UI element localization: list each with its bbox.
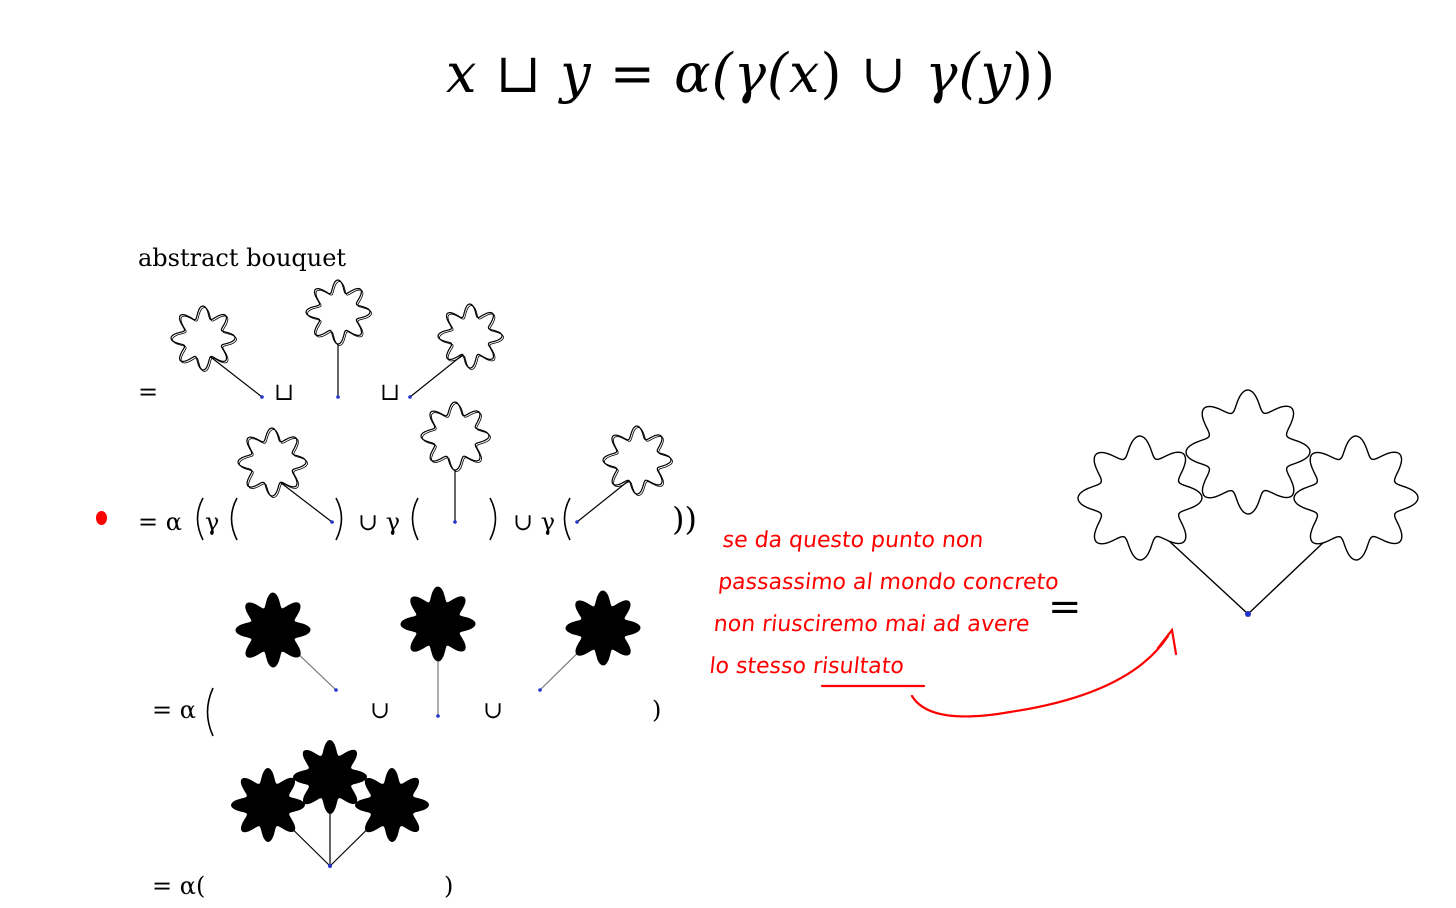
- row4-close: ): [444, 872, 454, 900]
- red-marker-dot: [96, 511, 107, 525]
- formula-var-x: x: [446, 42, 478, 105]
- row2-union-gamma-2: ∪ γ: [513, 508, 556, 536]
- formula-rhs-gamma: γ(: [925, 42, 981, 105]
- row2-bouquet-3-flower-inner: [604, 427, 673, 496]
- row2-union-gamma-1: ∪ γ: [358, 508, 401, 536]
- annotation-arrowhead: [1156, 627, 1178, 656]
- row3-bouquet-1-flower: [235, 592, 311, 668]
- row1-bouquet-2-base-point: [336, 395, 340, 399]
- row2-close: )): [672, 500, 697, 538]
- row4-flower-3: [355, 768, 429, 842]
- annotation-arrow-curve: [910, 634, 1170, 718]
- row3-bouquet-2-base-point: [436, 714, 440, 718]
- abstract-bouquet-heading: abstract bouquet: [138, 244, 347, 272]
- formula-rhs-x: x: [789, 42, 821, 105]
- row1-bouquet-1-base-point: [260, 395, 264, 399]
- result-base-point: [1245, 611, 1251, 617]
- row3-bouquet-3-base-point: [538, 688, 542, 692]
- formula-join-symbol: ⊔: [495, 42, 542, 105]
- row4-base-point: [328, 864, 332, 868]
- row3-open-paren: [206, 687, 214, 737]
- formula-rhs-y: y: [980, 42, 1013, 105]
- row1-bouquet-2-flower-inner: [307, 281, 372, 346]
- row2-close-paren-3: [489, 497, 497, 541]
- row4-flower-1: [231, 768, 305, 842]
- row1-join-1: ⊔: [274, 378, 295, 406]
- row2-open-paren-4: [563, 497, 571, 541]
- row2-bouquet-3-stem: [576, 473, 638, 523]
- formula-rhs-suffix: )): [1012, 42, 1057, 105]
- formula-rhs-mid: ): [820, 42, 843, 105]
- row1-bouquet-1-flower: [170, 305, 236, 371]
- row2-bouquet-3-flower: [602, 425, 672, 495]
- row2-bouquet-1-flower: [237, 427, 307, 497]
- result-flower-middle: [1185, 389, 1311, 515]
- row2-equals-alpha: = α: [138, 508, 182, 536]
- row2-open-paren-2: [230, 497, 238, 541]
- row2-bouquet-1-flower-inner: [239, 429, 308, 498]
- formula-var-y: y: [560, 42, 592, 105]
- row2-open-paren-1: [196, 497, 204, 541]
- result-stem-right: [1247, 539, 1327, 615]
- row3-bouquet-3-flower: [565, 590, 641, 666]
- row3-union-1: ∪: [370, 696, 391, 724]
- row1-bouquet-1-stem: [202, 350, 263, 398]
- row1-bouquet-3-flower-inner: [439, 305, 504, 370]
- row1-bouquet-3-flower: [437, 303, 503, 369]
- row3-bouquet-1-base-point: [334, 688, 338, 692]
- row1-bouquet-2-flower: [305, 279, 371, 345]
- row3-bouquet-2-flower: [400, 586, 476, 662]
- row2-bouquet-2-flower-inner: [422, 403, 491, 472]
- row2-bouquet-1-stem: [271, 475, 333, 523]
- row1-equals: =: [138, 378, 159, 406]
- row3-close: ): [652, 696, 662, 724]
- row3-equals-alpha: = α: [152, 696, 196, 724]
- row1-bouquet-3-stem: [409, 348, 471, 398]
- row4-equals-alpha: = α(: [152, 872, 206, 900]
- main-formula: x ⊔ y = α(γ(x) ∪ γ(y)): [446, 42, 1056, 105]
- result-flower-left: [1077, 435, 1203, 561]
- row2-open-paren-3: [411, 497, 419, 541]
- formula-rhs-prefix: α(γ(: [674, 42, 790, 105]
- row4-flower-2: [293, 740, 367, 814]
- row2-close-paren-1: [335, 497, 343, 541]
- row1-bouquet-1-flower-inner: [172, 307, 237, 372]
- formula-union: ∪: [860, 42, 908, 105]
- row2-bouquet-2-flower: [420, 401, 490, 471]
- row2-bouquet-1-base-point: [330, 520, 334, 524]
- result-stem-left: [1167, 539, 1249, 615]
- row2-bouquet-2-base-point: [453, 520, 457, 524]
- result-equals: =: [1048, 584, 1082, 630]
- row3-union-2: ∪: [483, 696, 504, 724]
- formula-equals: =: [609, 42, 656, 105]
- row2-gamma-1: γ: [205, 508, 220, 536]
- result-flower-right: [1293, 435, 1419, 561]
- row2-bouquet-3-base-point: [575, 520, 579, 524]
- row1-bouquet-3-base-point: [408, 395, 412, 399]
- row1-join-2: ⊔: [380, 378, 401, 406]
